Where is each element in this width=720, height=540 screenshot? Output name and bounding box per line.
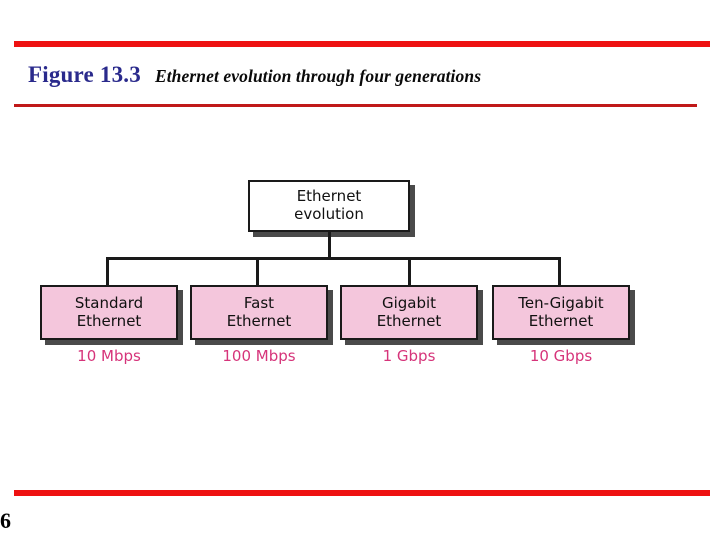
page-number: 6 — [0, 508, 11, 533]
connector-branch-ten-gigabit — [558, 257, 561, 286]
top-red-rule — [14, 41, 710, 47]
node-ten-gigabit-ethernet: Ten-Gigabit Ethernet — [492, 285, 630, 340]
connector-branch-standard — [106, 257, 109, 286]
node-fast-ethernet: Fast Ethernet — [190, 285, 328, 340]
node-leaf-line2: Ethernet — [76, 311, 142, 330]
title-underline-rule — [14, 104, 697, 107]
node-leaf-line2: Ethernet — [226, 311, 292, 330]
figure-title: Figure 13.3 Ethernet evolution through f… — [28, 62, 481, 94]
speed-label-gigabit: 1 Gbps — [382, 347, 436, 365]
node-standard-ethernet: Standard Ethernet — [40, 285, 178, 340]
connector-branch-gigabit — [408, 257, 411, 286]
connector-branch-fast — [256, 257, 259, 286]
bottom-red-rule — [14, 490, 710, 496]
speed-label-fast: 100 Mbps — [222, 347, 296, 365]
speed-label-standard: 10 Mbps — [77, 347, 141, 365]
node-leaf-line1: Fast — [243, 293, 275, 312]
connector-root-vertical — [328, 232, 331, 260]
figure-number-label: Figure 13.3 — [28, 62, 141, 87]
node-leaf-line1: Gigabit — [381, 293, 437, 312]
connector-horizontal-bus — [106, 257, 561, 260]
node-root-line2: evolution — [294, 205, 364, 223]
node-leaf-line2: Ethernet — [528, 311, 594, 330]
node-leaf-line2: Ethernet — [376, 311, 442, 330]
speed-label-ten-gigabit: 10 Gbps — [529, 347, 593, 365]
node-leaf-line1: Standard — [74, 293, 144, 312]
node-ethernet-evolution: Ethernet evolution — [248, 180, 410, 232]
figure-caption-text: Ethernet evolution through four generati… — [154, 66, 482, 86]
node-leaf-line1: Ten-Gigabit — [518, 293, 604, 312]
node-root-line1: Ethernet — [296, 187, 362, 206]
node-gigabit-ethernet: Gigabit Ethernet — [340, 285, 478, 340]
